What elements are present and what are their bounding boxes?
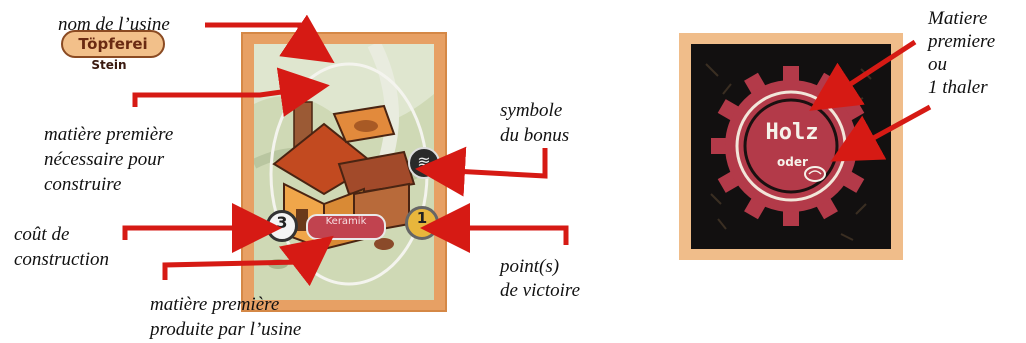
label-cost-1: coût de bbox=[14, 224, 70, 245]
label-right-4: 1 thaler bbox=[928, 77, 988, 98]
product-banner: Keramik bbox=[306, 214, 386, 240]
factory-name: Töpferei bbox=[61, 30, 165, 58]
label-bonus-1: symbole bbox=[500, 100, 563, 121]
label-produced-1: matière première bbox=[150, 294, 280, 315]
label-right-1: Matiere bbox=[928, 8, 988, 29]
label-raw-material-3: construire bbox=[44, 174, 122, 195]
resource-word: Holz bbox=[765, 120, 819, 145]
label-cost-2: construction bbox=[14, 249, 109, 270]
label-factory-name: nom de l’usine bbox=[58, 14, 170, 35]
arrow-product bbox=[162, 235, 334, 287]
arrow-raw-material bbox=[132, 67, 330, 117]
arrow-resource-word bbox=[809, 39, 917, 111]
label-raw-material-2: nécessaire pour bbox=[44, 149, 165, 170]
factory-input-material: Stein bbox=[91, 58, 127, 72]
arrow-thaler bbox=[830, 104, 932, 162]
product-name: Keramik bbox=[325, 216, 367, 227]
resource-or-word: oder bbox=[777, 155, 808, 169]
label-points-1: point(s) bbox=[500, 256, 560, 277]
label-points-2: de victoire bbox=[500, 280, 581, 301]
label-bonus-2: du bonus bbox=[500, 125, 570, 146]
arrow-cost bbox=[122, 203, 282, 253]
label-right-2: premiere bbox=[928, 31, 996, 52]
resource-card bbox=[679, 33, 903, 260]
arrow-points bbox=[420, 203, 569, 253]
label-raw-material-1: matière première bbox=[44, 124, 174, 145]
label-produced-2: produite par l’usine bbox=[150, 319, 302, 340]
arrow-bonus bbox=[415, 146, 548, 197]
arrow-factory-name bbox=[205, 14, 335, 64]
label-right-3: ou bbox=[928, 54, 947, 75]
